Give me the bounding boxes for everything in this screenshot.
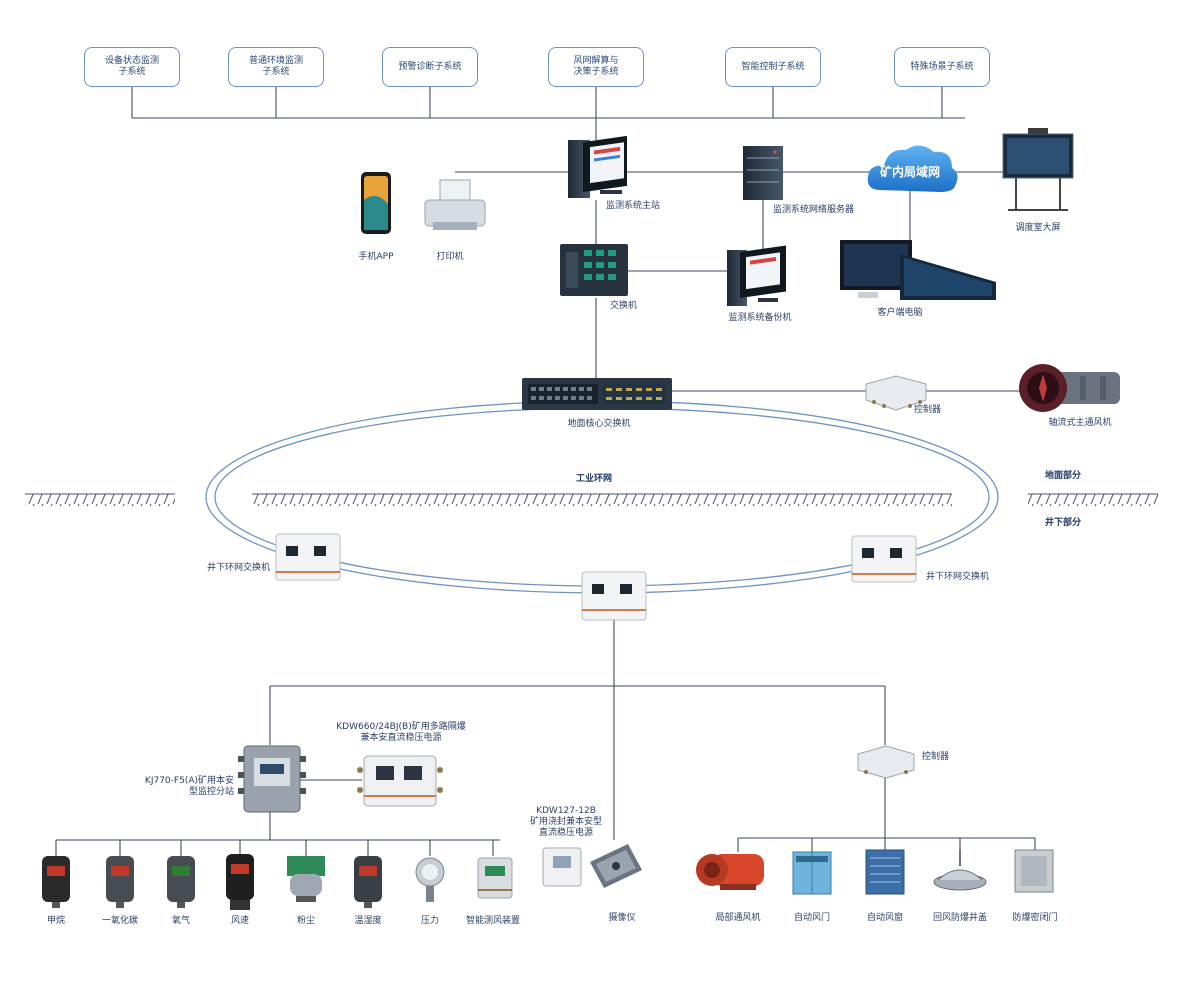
subsystem-network-decision[interactable]: 风网解算与 决策子系统 bbox=[548, 47, 644, 87]
sensor-label-smart-wind: 智能测风装置 bbox=[465, 916, 520, 926]
dust-sensor-icon bbox=[287, 856, 325, 902]
kdw127-label: KDW127-12B 矿用浇封兼本安型 直流稳压电源 bbox=[529, 806, 602, 838]
ring-switch-center-icon bbox=[581, 571, 647, 621]
core-switch-icon bbox=[522, 378, 672, 410]
subsystem-intelligent-control[interactable]: 智能控制子系统 bbox=[725, 47, 821, 87]
ring-switch-left-icon bbox=[275, 533, 341, 581]
auto-air-window-icon bbox=[865, 849, 905, 895]
substation-icon bbox=[238, 745, 306, 813]
sensor-label-methane: 甲烷 bbox=[46, 916, 65, 926]
phone-icon bbox=[361, 172, 391, 234]
actuator-label-shaft-cover: 回风防爆井盖 bbox=[932, 913, 987, 923]
actuator-label-air-window: 自动风窗 bbox=[866, 913, 903, 923]
power-supply-label: KDW660/24BJ(B)矿用多路隔爆 兼本安直流稳压电源 bbox=[336, 722, 466, 743]
ring-label: 工业环网 bbox=[575, 474, 612, 484]
actuator-label-local-fan: 局部通风机 bbox=[715, 913, 761, 923]
switch-label: 交换机 bbox=[610, 301, 638, 311]
cloud-label: 矿内局域网 bbox=[880, 164, 940, 179]
subsystem-environment-monitoring[interactable]: 普通环境监测 子系统 bbox=[228, 47, 324, 87]
sensor-label-dust: 粉尘 bbox=[296, 916, 315, 926]
auto-air-door-icon bbox=[792, 851, 832, 895]
explosion-proof-sealed-door-icon bbox=[1014, 849, 1054, 893]
camera-label: 摄像仪 bbox=[608, 913, 636, 923]
ring-switch-right-icon bbox=[851, 535, 917, 583]
dispatch-screen-icon bbox=[1002, 128, 1074, 211]
network-server-icon bbox=[743, 146, 783, 200]
cloud-icon bbox=[867, 145, 958, 192]
printer-icon bbox=[424, 179, 486, 230]
phone-app-label: 手机APP bbox=[358, 252, 394, 262]
connection-lines bbox=[55, 87, 1036, 856]
below-ground-label: 井下部分 bbox=[1045, 518, 1082, 528]
controller-top-icon bbox=[865, 375, 927, 411]
methane-sensor-icon bbox=[42, 856, 70, 908]
main-fan-icon bbox=[1019, 364, 1120, 412]
smart-wind-device-icon bbox=[477, 857, 513, 899]
temperature-humidity-sensor-icon bbox=[354, 856, 382, 908]
subsystem-warning-diagnosis[interactable]: 预警诊断子系统 bbox=[382, 47, 478, 87]
client-pc-label: 客户端电脑 bbox=[877, 308, 923, 318]
switch-icon bbox=[560, 244, 628, 296]
above-ground-label: 地面部分 bbox=[1045, 471, 1082, 481]
core-switch-label: 地面核心交换机 bbox=[567, 419, 631, 429]
local-fan-icon bbox=[696, 854, 764, 890]
client-pc-icon bbox=[840, 240, 996, 300]
actuator-label-sealed-door: 防爆密闭门 bbox=[1012, 913, 1058, 923]
sensor-label-wind-speed: 风速 bbox=[230, 916, 249, 926]
main-station-icon bbox=[568, 135, 627, 198]
substation-label: KJ770-F5(A)矿用本安 型监控分站 bbox=[144, 776, 234, 797]
controller-top-label: 控制器 bbox=[914, 405, 942, 415]
backup-icon bbox=[727, 245, 786, 306]
backup-label: 监测系统备份机 bbox=[728, 313, 792, 323]
sensor-label-temp-humidity: 温湿度 bbox=[354, 916, 382, 926]
sensor-label-oxygen: 氧气 bbox=[171, 916, 190, 926]
kdw127-icon bbox=[542, 847, 582, 887]
explosion-proof-shaft-cover-icon bbox=[933, 850, 987, 891]
pressure-sensor-icon bbox=[415, 857, 445, 902]
dispatch-screen-label: 调度室大屏 bbox=[1015, 223, 1061, 233]
printer-label: 打印机 bbox=[436, 252, 464, 262]
ring-switch-left-label: 井下环网交换机 bbox=[206, 563, 270, 573]
oxygen-sensor-icon bbox=[167, 856, 195, 908]
main-station-label: 监测系统主站 bbox=[606, 201, 661, 211]
sensor-label-co: 一氧化碳 bbox=[101, 916, 138, 926]
subsystem-equipment-monitoring[interactable]: 设备状态监测 子系统 bbox=[84, 47, 180, 87]
actuator-label-air-door: 自动风门 bbox=[793, 913, 830, 923]
network-server-label: 监测系统网络服务器 bbox=[773, 205, 855, 215]
controller-bottom-label: 控制器 bbox=[922, 752, 950, 762]
controller-bottom-icon bbox=[857, 745, 915, 779]
co-sensor-icon bbox=[106, 856, 134, 908]
subsystem-special-scenes[interactable]: 特殊场景子系统 bbox=[894, 47, 990, 87]
sensor-label-pressure: 压力 bbox=[420, 916, 439, 926]
wind-speed-sensor-icon bbox=[226, 854, 254, 910]
camera-icon bbox=[590, 844, 642, 888]
main-fan-label: 轴流式主通风机 bbox=[1048, 418, 1112, 428]
power-supply-icon bbox=[357, 755, 443, 807]
ring-switch-right-label: 井下环网交换机 bbox=[926, 572, 990, 582]
ground-line bbox=[25, 493, 1158, 506]
